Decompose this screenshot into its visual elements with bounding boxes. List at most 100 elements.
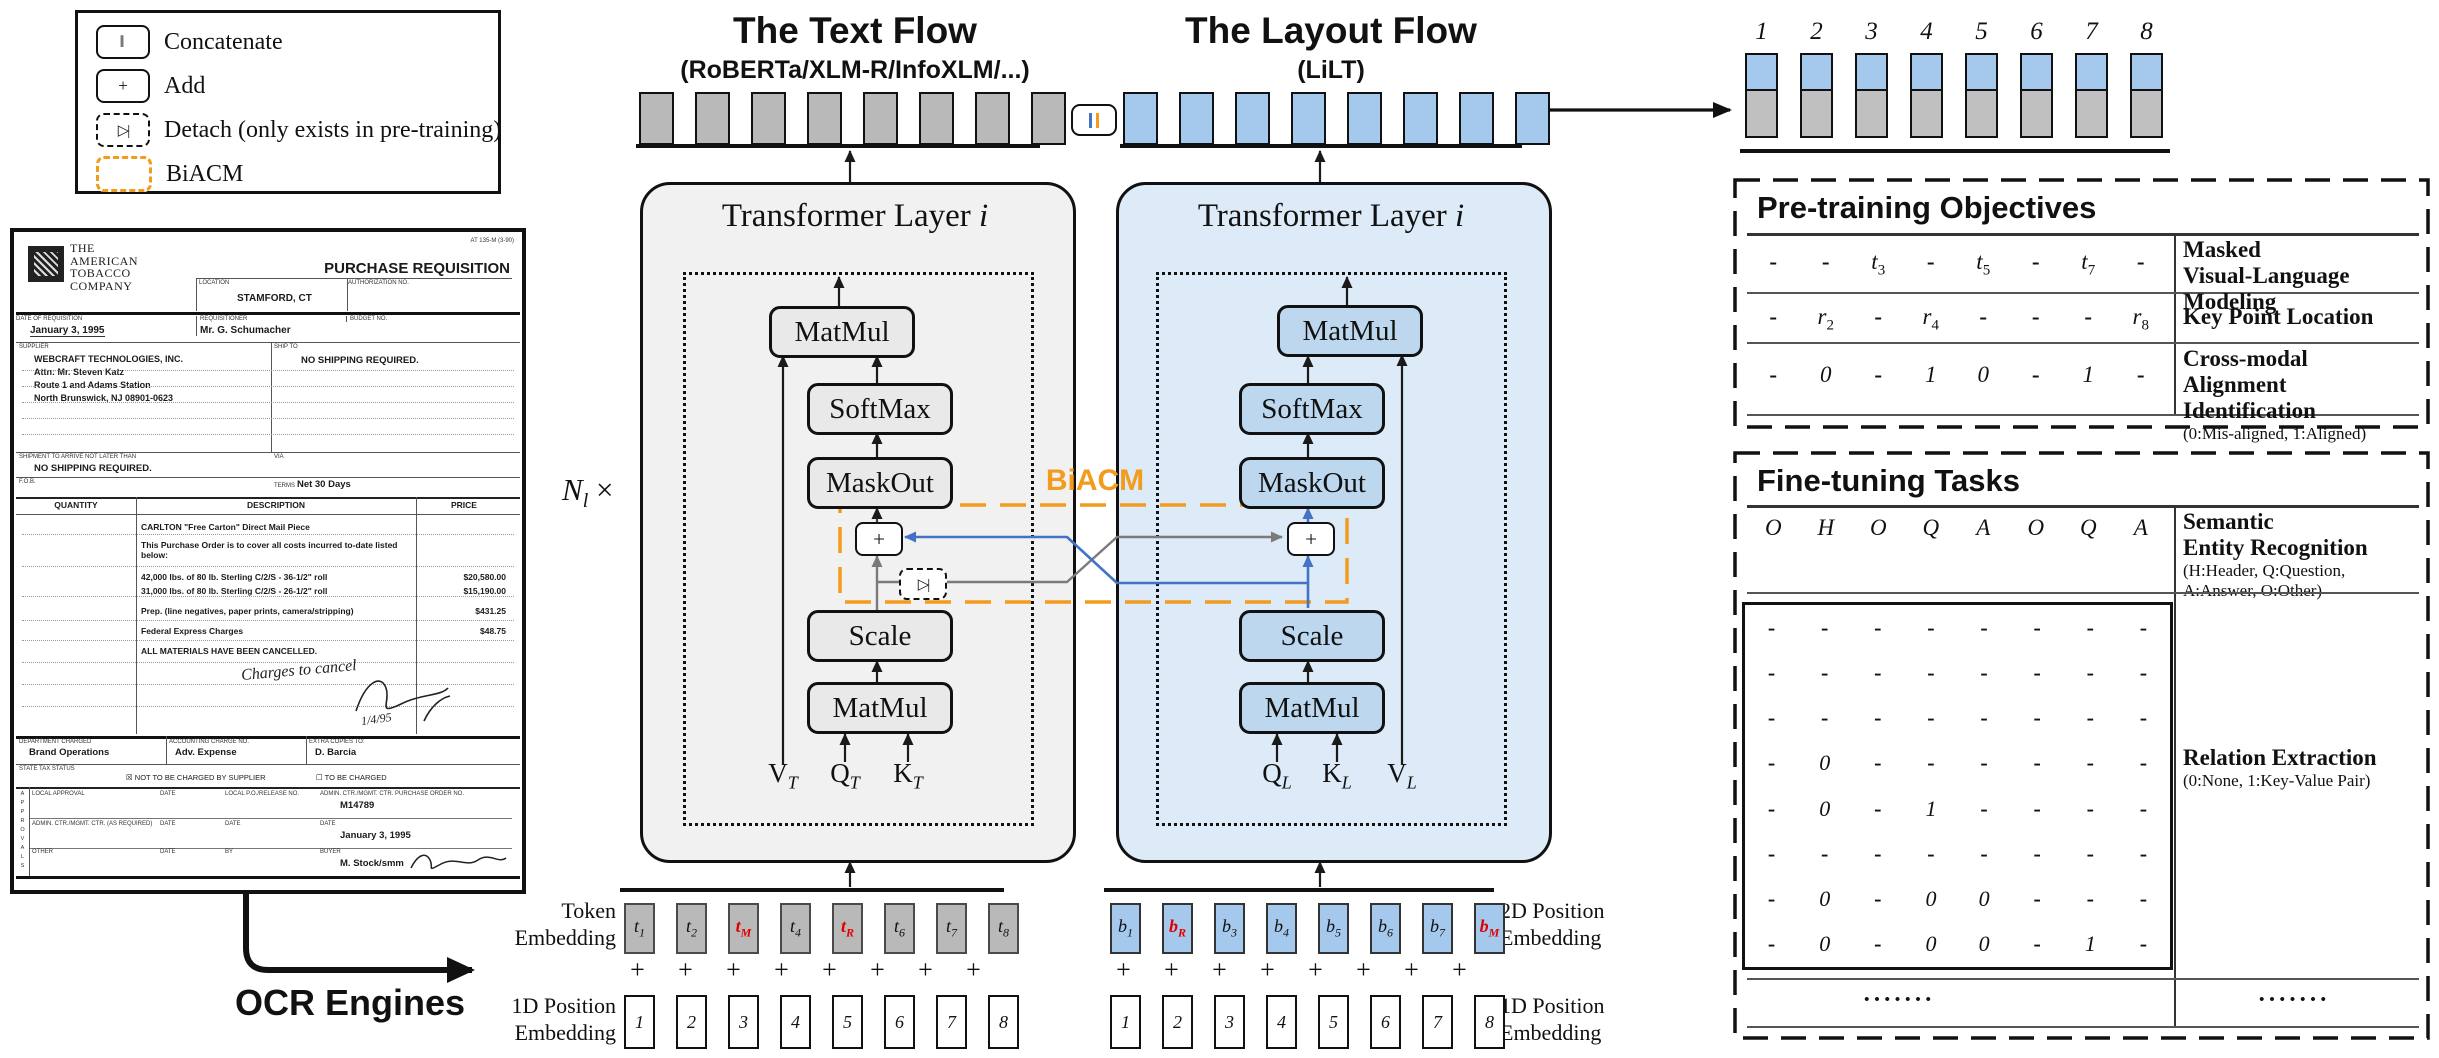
matrix-row: -------- xyxy=(1745,605,2170,650)
matrix-cell: 0 xyxy=(1819,795,1831,821)
company-line: THE xyxy=(70,241,95,255)
legend-item-detach: ▷| Detach (only exists in pre-training) xyxy=(96,113,501,147)
legend-item-biacm: BiACM xyxy=(96,156,243,192)
company-line: COMPANY xyxy=(70,278,133,293)
objective-cell: - xyxy=(2136,362,2145,387)
embedding-token: b6 xyxy=(1370,903,1401,954)
matrix-cell: - xyxy=(2033,614,2041,640)
ellipsis-dots: ••••••• xyxy=(1864,992,1936,1008)
objective-cell: 0 xyxy=(1820,362,1832,387)
objective-cell: - xyxy=(2136,249,2145,274)
concat-icon xyxy=(1071,104,1117,136)
matrix-cell: - xyxy=(1821,659,1829,685)
objective-cell: - xyxy=(1769,362,1778,387)
output-token-layout-part xyxy=(1910,53,1943,92)
supplier-line: Route 1 and Adams Station xyxy=(34,380,151,390)
add-symbol: + xyxy=(1452,955,1467,984)
objective-cell: - xyxy=(1769,304,1778,329)
matrix-cell: - xyxy=(2139,931,2148,957)
layer-title-text: Transformer Layer xyxy=(721,198,971,234)
matrix-cell: 0 xyxy=(1819,931,1831,957)
buyer-signature xyxy=(410,854,507,870)
output-token-text-part xyxy=(1855,91,1888,138)
matrix-cell: - xyxy=(1980,795,1988,821)
output-token-layout-part xyxy=(1800,53,1833,92)
add-symbol: + xyxy=(918,955,933,984)
doc-item-price: $48.75 xyxy=(480,626,506,636)
label-note: (0:Mis-aligned, 1:Aligned) xyxy=(2183,424,2367,443)
pos1d-box: 1 xyxy=(1110,995,1141,1049)
pos1d-box: 5 xyxy=(832,995,863,1049)
matrix-cell: - xyxy=(2086,840,2094,866)
label-line: Embedding xyxy=(514,1020,616,1045)
add-symbol: + xyxy=(630,955,645,984)
supplier-line: Attn: Mr. Steven Katz xyxy=(34,367,125,377)
matrix-cell: 0 xyxy=(1819,886,1831,912)
matrix-cell: - xyxy=(1874,840,1882,866)
matrix-cell: - xyxy=(2139,840,2148,866)
add-symbol: + xyxy=(1116,955,1131,984)
token-box xyxy=(1403,92,1438,145)
label-note: (0:None, 1:Key-Value Pair) xyxy=(2183,771,2371,790)
objective-cell: Q xyxy=(2079,515,2097,540)
output-token-text-part xyxy=(1965,91,1998,138)
layout-matmul-top-box: MatMul xyxy=(1277,305,1423,357)
embedding-token: b7 xyxy=(1422,903,1453,954)
matrix-cell: - xyxy=(1874,750,1882,776)
objective-cell: t5 xyxy=(1976,249,1991,279)
embedding-token: t1 xyxy=(624,903,655,954)
output-token xyxy=(1855,53,1888,138)
table-header-description: DESCRIPTION xyxy=(246,500,306,510)
output-token-text-part xyxy=(2020,91,2053,138)
mvlm-cells: --t3-t5-t7- xyxy=(1747,249,2167,280)
matrix-cell: - xyxy=(1767,705,1776,731)
qkv-label: VL xyxy=(1387,758,1417,793)
field-label: DEPARTMENT CHARGED xyxy=(19,739,92,745)
output-token-layout-part xyxy=(2130,53,2163,92)
field-value: Brand Operations xyxy=(29,747,110,758)
token-box xyxy=(807,92,842,145)
objective-cell: O xyxy=(1869,515,1887,540)
token-box xyxy=(751,92,786,145)
matrix-row: -------- xyxy=(1745,650,2170,695)
matrix-cell: - xyxy=(2086,614,2094,640)
cai-label: Cross-modal Alignment Identification (0:… xyxy=(2183,346,2423,444)
output-index: 3 xyxy=(1865,18,1878,45)
output-token-text-part xyxy=(1910,91,1943,138)
matrix-cell: - xyxy=(2139,795,2148,821)
doc-dept-cell: DEPARTMENT CHARGED Brand Operations xyxy=(19,739,164,758)
label-line: Token xyxy=(561,898,616,923)
company-line: TOBACCO xyxy=(70,266,131,280)
doc-item-desc: 42,000 lbs. of 80 lb. Sterling C/2/S - 3… xyxy=(141,572,328,582)
doc-budget-cell: BUDGET NO. xyxy=(346,316,510,322)
text-matmul-bottom-box: MatMul xyxy=(807,682,953,734)
num-layers-label: Nl × xyxy=(562,472,614,513)
output-token xyxy=(1800,53,1833,138)
objective-cell: Q xyxy=(1922,515,1940,540)
field-label: LOCATION xyxy=(199,280,230,286)
kpl-label: Key Point Location xyxy=(2183,304,2423,330)
output-token-text-part xyxy=(1800,91,1833,138)
matrix-cell: - xyxy=(2086,750,2094,776)
output-token-layout-part xyxy=(1965,53,1998,92)
rail xyxy=(1740,149,2170,153)
matrix-cell: - xyxy=(1821,840,1829,866)
label-line: 2D Position xyxy=(1500,898,1605,923)
add-symbols-row: ++++++++ xyxy=(1110,955,1473,985)
output-token xyxy=(2020,53,2053,138)
pos1d-box: 8 xyxy=(988,995,1019,1049)
output-index: 2 xyxy=(1810,18,1823,45)
text-add-box: + xyxy=(855,522,903,556)
field-value: Net 30 Days xyxy=(296,479,351,490)
matrix-cell: - xyxy=(2033,750,2041,776)
embedding-token: b3 xyxy=(1214,903,1245,954)
matrix-cell: - xyxy=(2139,750,2148,776)
layer-title-text: Transformer Layer xyxy=(1197,198,1447,234)
text-maskout-box: MaskOut xyxy=(807,457,953,509)
objective-cell: r4 xyxy=(1922,304,1939,334)
matrix-cell: - xyxy=(1874,886,1882,912)
layout-softmax-box: SoftMax xyxy=(1239,383,1385,435)
